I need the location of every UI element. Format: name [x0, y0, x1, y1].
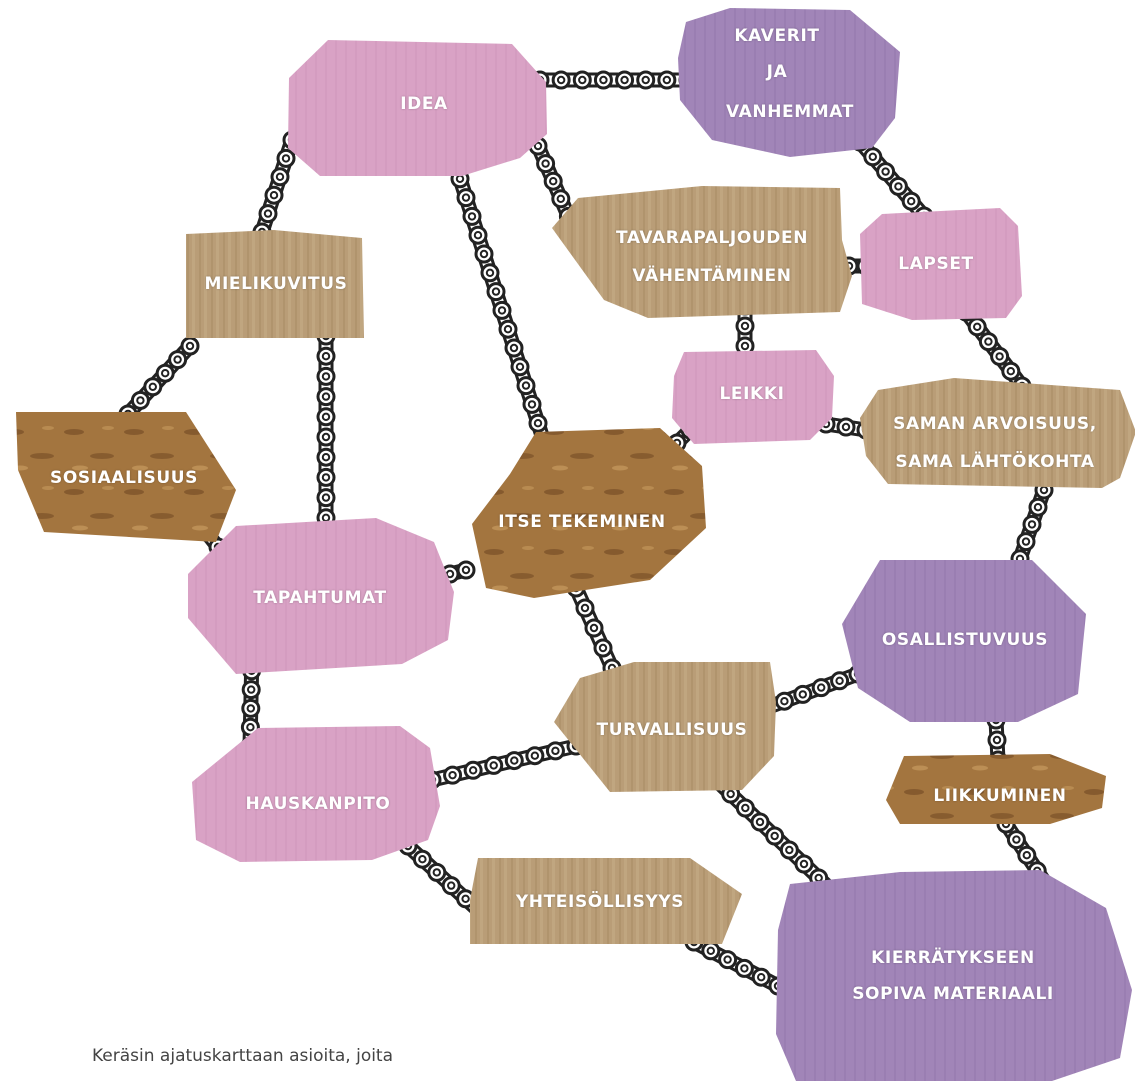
label-idea: IDEA	[400, 94, 448, 114]
node-hauskanpito	[192, 726, 440, 862]
label-sosiaalisuus: SOSIAALISUUS	[49, 468, 199, 488]
chain-idea-kaverit	[530, 70, 698, 90]
node-tapahtumat	[188, 518, 454, 674]
label-turvallisuus: TURVALLISUUS	[596, 720, 748, 740]
label-yhteisollisyys: YHTEISÖLLISYYS	[515, 892, 685, 912]
label-vanhemmat: VANHEMMAT	[726, 102, 854, 122]
chain-turvallisuus-hauskanpito	[422, 736, 586, 790]
label-leikki: LEIKKI	[719, 384, 785, 404]
label-kierratykseen: KIERRÄTYKSEEN	[871, 948, 1035, 968]
label-sopiva-materiaali: SOPIVA MATERIAALI	[852, 984, 1054, 1004]
chain-itse-turvallisuus	[566, 578, 622, 678]
label-ja: JA	[766, 62, 788, 82]
chain-yhteisollisyys-kierratys	[684, 932, 788, 996]
label-lapset: LAPSET	[898, 254, 974, 274]
node-itse-tekeminen	[472, 428, 706, 598]
label-liikkuminen: LIIKKUMINEN	[933, 786, 1067, 806]
label-mielikuvitus: MIELIKUVITUS	[204, 274, 348, 294]
chain-idea-itse	[444, 150, 554, 452]
caption-text: Keräsin ajatuskarttaan asioita, joita	[92, 1046, 394, 1066]
label-osallistuvuus: OSALLISTUVUUS	[881, 630, 1049, 650]
node-turvallisuus	[554, 662, 776, 792]
label-vahentaminen: VÄHENTÄMINEN	[632, 266, 792, 286]
label-sama-lahtokohta: SAMA LÄHTÖKOHTA	[895, 452, 1095, 472]
chain-mielikuvitus-tapahtumat	[316, 326, 336, 548]
node-kaverit-ja-vanhemmat	[678, 8, 900, 157]
label-saman-arvoisuus: SAMAN ARVOISUUS,	[893, 414, 1097, 434]
label-kaverit: KAVERIT	[734, 26, 820, 46]
node-idea	[288, 40, 547, 176]
chain-mielikuvitus-sosiaalisuus	[118, 336, 200, 424]
label-hauskanpito: HAUSKANPITO	[245, 794, 391, 814]
node-osallistuvuus	[842, 560, 1086, 722]
node-leikki	[672, 350, 834, 444]
node-yhteisollisyys	[470, 858, 742, 944]
label-tapahtumat: TAPAHTUMAT	[253, 588, 387, 608]
node-kierratykseen-sopiva-materiaali	[776, 870, 1132, 1081]
node-mielikuvitus	[186, 230, 364, 338]
node-sosiaalisuus	[16, 412, 236, 542]
node-tavarapaljouden-vahentaminen	[552, 186, 852, 318]
node-lapset	[860, 208, 1022, 320]
node-liikkuminen	[886, 754, 1106, 824]
label-itse-tekeminen: ITSE TEKEMINEN	[498, 512, 666, 532]
node-saman-arvoisuus	[860, 378, 1135, 488]
label-tavarapaljouden: TAVARAPALJOUDEN	[615, 228, 809, 248]
